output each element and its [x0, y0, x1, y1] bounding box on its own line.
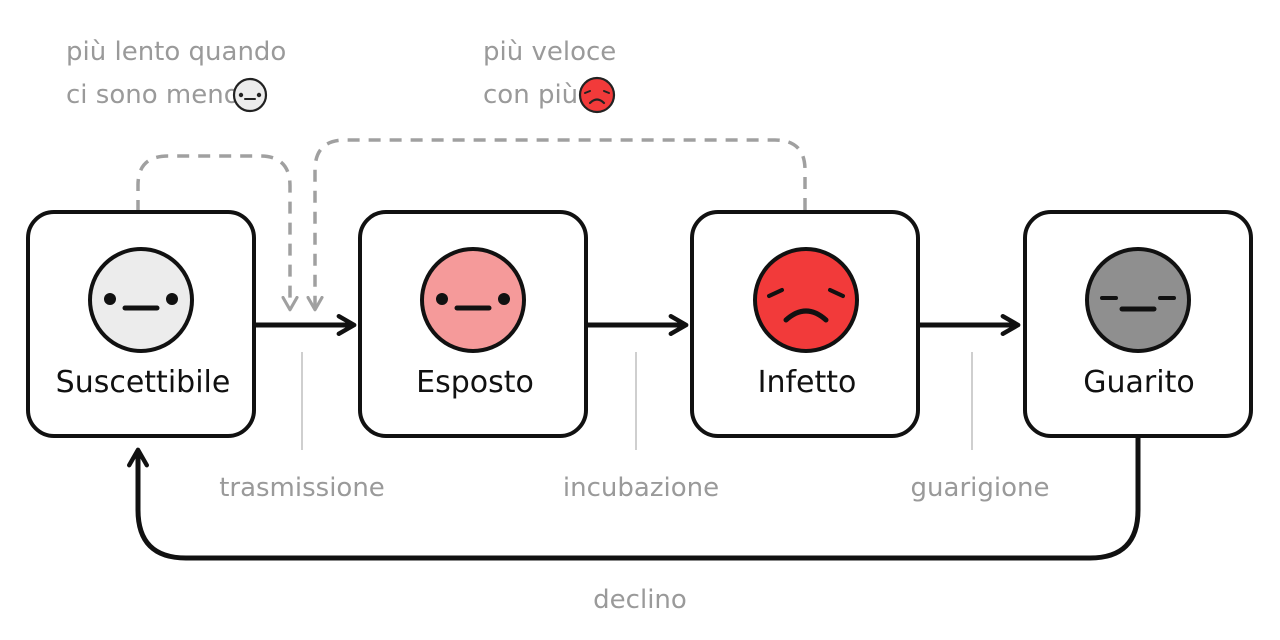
state-label-recovered: Guarito — [1083, 365, 1194, 400]
note-slower: più lento quando ci sono meno — [66, 37, 286, 113]
note-slower-line-2: ci sono meno — [66, 80, 240, 110]
state-exposed: Esposto — [358, 210, 588, 438]
state-label-susceptible: Suscettibile — [56, 365, 231, 400]
sick-face-icon — [578, 76, 616, 114]
note-slower-line-1: più lento quando — [66, 37, 286, 67]
sick-face-icon — [753, 247, 859, 353]
state-label-exposed: Esposto — [416, 365, 534, 400]
neutral-face-icon — [420, 247, 526, 353]
state-recovered: Guarito — [1023, 210, 1253, 438]
state-infected: Infetto — [690, 210, 920, 438]
state-label-infected: Infetto — [758, 365, 857, 400]
return-label: declino — [593, 585, 687, 615]
neutral-face-icon — [88, 247, 194, 353]
transition-label-incubation: incubazione — [563, 473, 719, 503]
note-faster-line-1: più veloce — [483, 37, 616, 67]
note-faster-line-2: con più — [483, 80, 578, 110]
return-arrow — [126, 438, 1141, 561]
sleepy-face-icon — [1085, 247, 1191, 353]
transition-label-transmission: trasmissione — [219, 473, 385, 503]
transition-label-recovery: guarigione — [911, 473, 1050, 503]
feedback-faster-arrow — [306, 138, 807, 312]
note-faster: più veloce con più — [483, 37, 616, 114]
neutral-face-icon — [232, 77, 268, 113]
state-susceptible: Suscettibile — [26, 210, 256, 438]
